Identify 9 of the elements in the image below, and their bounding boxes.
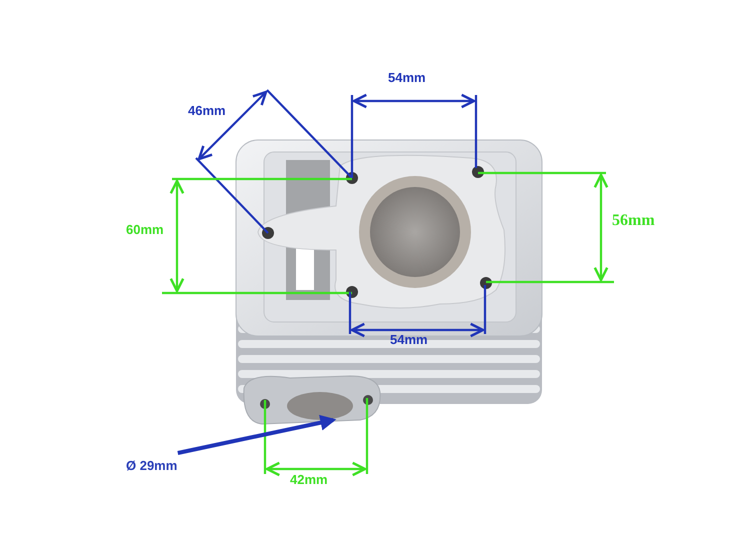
dimension-label: Ø 29mm [126, 458, 178, 472]
dimension-label: 54mm [388, 71, 426, 84]
dimension-label: 60mm [126, 223, 164, 236]
dimension-label: 46mm [188, 104, 226, 117]
dimension-label: 56mm [612, 213, 655, 229]
leader-arrow [177, 414, 336, 455]
intake-port [287, 392, 353, 420]
dimension-label: 42mm [290, 473, 328, 486]
dimension-label: 54mm [390, 333, 428, 346]
